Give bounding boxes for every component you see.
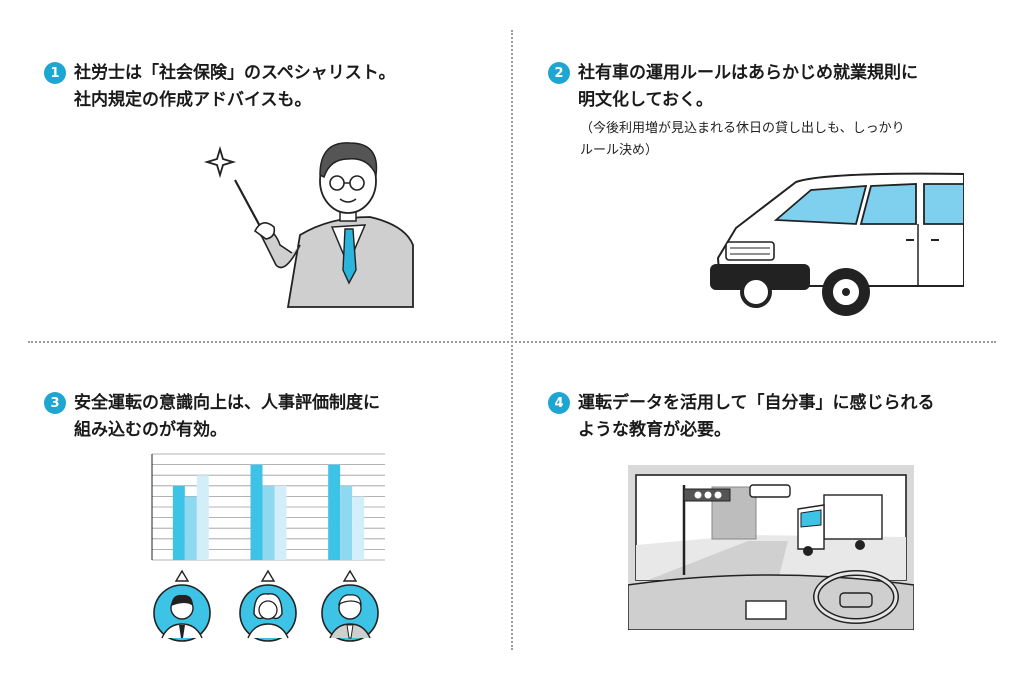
- bar: [340, 485, 353, 560]
- panel-3-title-line-2: 組み込むのが有効。: [74, 420, 227, 440]
- panel-1-title-line-1: 社労士は「社会保険」のスペシャリスト。: [74, 63, 396, 83]
- panel-2: 2 社有車の運用ルールはあらかじめ就業規則に 明文化しておく。 （今後利用増が見…: [548, 60, 918, 162]
- panel-1-heading: 1 社労士は「社会保険」のスペシャリスト。 社内規定の作成アドバイスも。: [44, 60, 395, 114]
- employee-avatars: [153, 569, 379, 642]
- panel-2-note-line-1: （今後利用増が見込まれる休日の貸し出しも、しっかり: [580, 121, 905, 136]
- panel-1: 1 社労士は「社会保険」のスペシャリスト。 社内規定の作成アドバイスも。: [44, 60, 395, 114]
- panel-2-title-line-2: 明文化しておく。: [578, 90, 713, 110]
- panel-3-title: 安全運転の意識向上は、人事評価制度に 組み込むのが有効。: [74, 390, 380, 444]
- driver-view-illustration: [628, 465, 914, 630]
- pointer-stick: [234, 179, 263, 231]
- panel-4-title: 運転データを活用して「自分事」に感じられる ような教育が必要。: [578, 390, 935, 444]
- vertical-divider: [511, 30, 513, 650]
- bar: [262, 485, 275, 560]
- rearview-mirror: [749, 484, 791, 498]
- sparkle-icon: [203, 145, 237, 179]
- number-badge-3: 3: [44, 392, 66, 414]
- panel-2-title: 社有車の運用ルールはあらかじめ就業規則に 明文化しておく。: [578, 60, 918, 114]
- panel-3-title-line-1: 安全運転の意識向上は、人事評価制度に: [74, 393, 380, 413]
- panel-1-title: 社労士は「社会保険」のスペシャリスト。 社内規定の作成アドバイスも。: [74, 60, 395, 114]
- panel-2-title-line-1: 社有車の運用ルールはあらかじめ就業規則に: [578, 63, 918, 83]
- bar: [352, 496, 365, 560]
- panel-1-title-line-2: 社内規定の作成アドバイスも。: [74, 90, 312, 110]
- number-badge-2: 2: [548, 62, 570, 84]
- bar: [250, 464, 263, 560]
- bar: [274, 485, 287, 560]
- evaluation-bar-chart: [151, 453, 385, 561]
- bar: [328, 464, 341, 560]
- truck-icon: [797, 494, 883, 556]
- bar: [184, 496, 197, 560]
- panel-3: 3 安全運転の意識向上は、人事評価制度に 組み込むのが有効。: [44, 390, 380, 444]
- panel-2-note-line-2: ルール決め）: [580, 143, 659, 158]
- panel-4-heading: 4 運転データを活用して「自分事」に感じられる ような教育が必要。: [548, 390, 935, 444]
- avatar-2: [239, 569, 297, 642]
- panel-2-note: （今後利用増が見込まれる休日の貸し出しも、しっかり ルール決め）: [580, 118, 918, 162]
- horizontal-divider: [28, 341, 996, 343]
- bar: [196, 475, 209, 560]
- panel-4: 4 運転データを活用して「自分事」に感じられる ような教育が必要。: [548, 390, 935, 444]
- panel-3-heading: 3 安全運転の意識向上は、人事評価制度に 組み込むのが有効。: [44, 390, 380, 444]
- panel-2-heading: 2 社有車の運用ルールはあらかじめ就業規則に 明文化しておく。: [548, 60, 918, 114]
- number-badge-4: 4: [548, 392, 570, 414]
- panel-4-title-line-2: ような教育が必要。: [578, 420, 731, 440]
- bar: [172, 485, 185, 560]
- number-badge-1: 1: [44, 62, 66, 84]
- company-van-illustration: [710, 172, 964, 316]
- panel-4-title-line-1: 運転データを活用して「自分事」に感じられる: [578, 393, 935, 413]
- consultant-illustration: [203, 142, 414, 308]
- avatar-1: [153, 569, 211, 642]
- avatar-3: [321, 569, 379, 642]
